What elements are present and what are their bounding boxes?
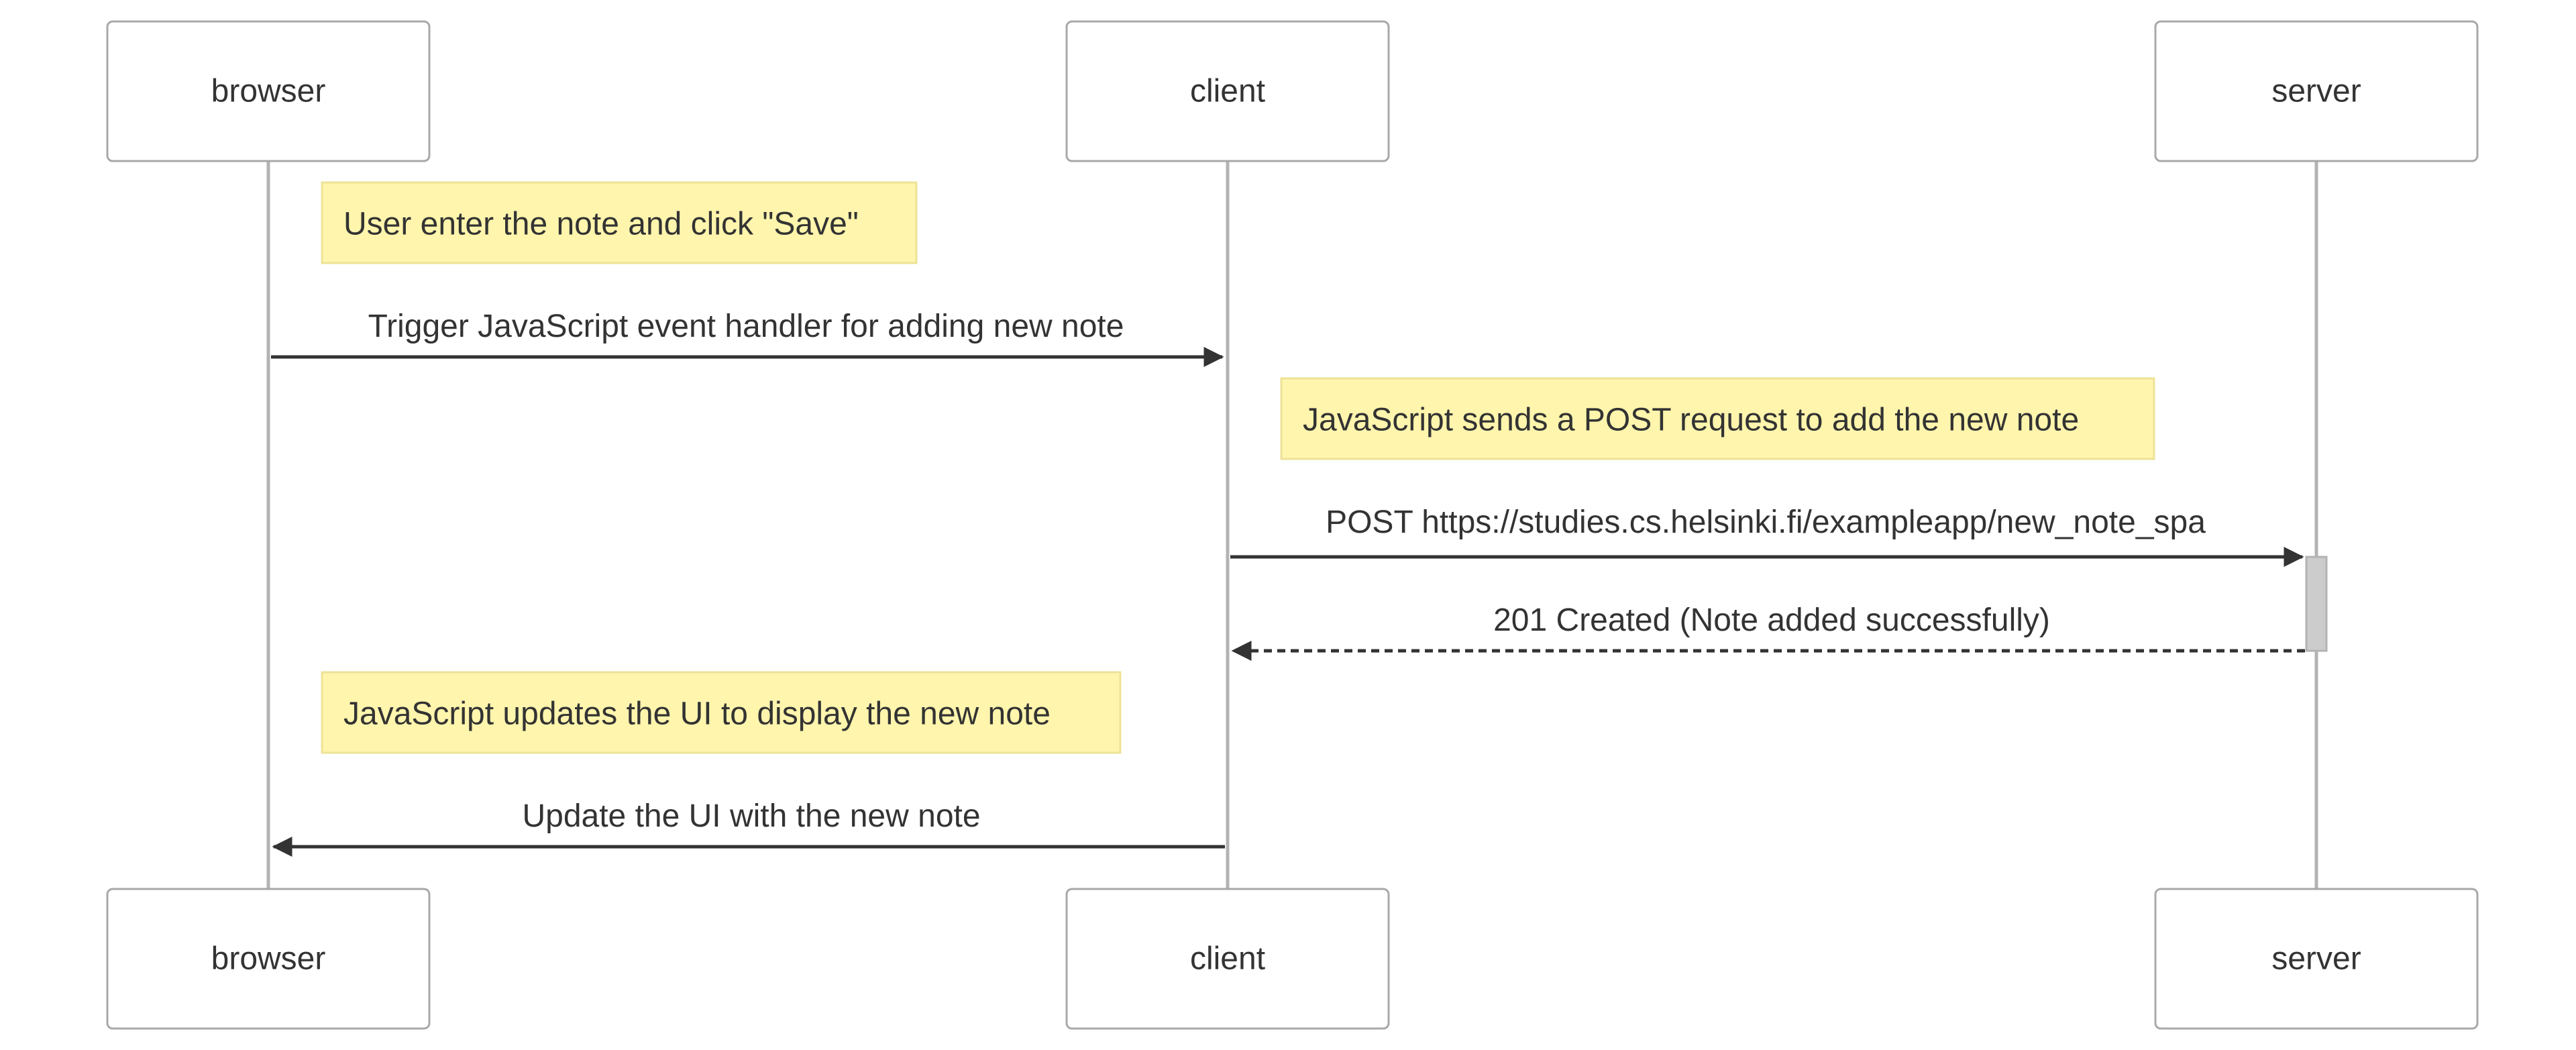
message-post-request: POST https://studies.cs.helsinki.fi/exam… [1230, 505, 2304, 567]
note-js-update: JavaScript updates the UI to display the… [321, 671, 1122, 754]
message-trigger-handler: Trigger JavaScript event handler for add… [271, 309, 1224, 367]
participant-server-top: server [2154, 20, 2479, 162]
message-created-response-label: 201 Created (Note added successfully) [1493, 602, 2050, 638]
participant-server-label: server [2271, 74, 2361, 109]
participant-client-label: client [1190, 74, 1265, 109]
note-js-post-text: JavaScript sends a POST request to add t… [1303, 403, 2079, 438]
message-update-ui: Update the UI with the new note [272, 798, 1225, 857]
message-trigger-handler-label: Trigger JavaScript event handler for add… [368, 309, 1124, 344]
note-js-post: JavaScript sends a POST request to add t… [1280, 377, 2155, 460]
participant-client-top: client [1065, 20, 1390, 162]
note-js-update-text: JavaScript updates the UI to display the… [343, 696, 1051, 732]
participant-browser-top: browser [106, 20, 431, 162]
participant-browser-bottom-label: browser [211, 941, 326, 977]
server-activation-bar [2305, 556, 2328, 652]
participant-browser-bottom: browser [106, 888, 431, 1030]
participant-server-bottom-label: server [2271, 941, 2361, 977]
message-post-request-label: POST https://studies.cs.helsinki.fi/exam… [1326, 505, 2206, 540]
participant-server-bottom: server [2154, 888, 2479, 1030]
note-user-enter: User enter the note and click "Save" [321, 181, 918, 264]
participant-client-bottom-label: client [1190, 941, 1265, 977]
note-user-enter-text: User enter the note and click "Save" [343, 207, 859, 242]
message-update-ui-label: Update the UI with the new note [522, 798, 980, 834]
participant-browser-label: browser [211, 74, 326, 109]
message-created-response: 201 Created (Note added successfully) [1231, 602, 2305, 661]
participant-client-bottom: client [1065, 888, 1390, 1030]
